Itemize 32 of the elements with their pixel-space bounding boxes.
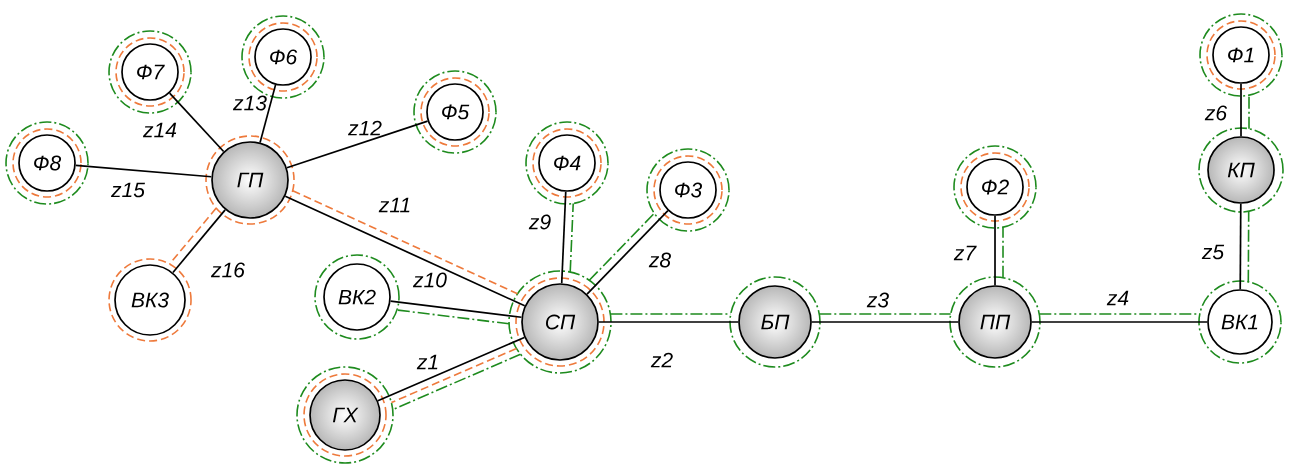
edge-label: z8 [648, 252, 671, 268]
connection-line [259, 84, 277, 144]
connection-line [1031, 321, 1208, 323]
edge-label: z13 [232, 95, 267, 111]
connection-line [284, 195, 526, 307]
connection-line [1240, 83, 1242, 137]
connection-line [560, 190, 567, 285]
connection-line [74, 164, 213, 178]
connection-line [286, 120, 429, 169]
edge-label: z12 [347, 120, 382, 136]
connection-line [598, 321, 739, 323]
edge-label: z14 [142, 122, 177, 138]
edge-label: z1 [416, 354, 438, 370]
connection-line [811, 321, 959, 323]
edge-label: z10 [412, 272, 447, 288]
edge-label: z6 [1204, 105, 1228, 121]
connection-line [377, 336, 526, 402]
connection-line [1239, 203, 1242, 290]
edge-label: z7 [953, 245, 977, 261]
connection-line [389, 300, 523, 319]
connection-line [172, 209, 226, 274]
edge-label: z15 [110, 182, 145, 198]
edge-label: z3 [866, 292, 889, 308]
edge-label: z16 [210, 262, 245, 278]
connection-line [168, 92, 225, 153]
edge-label: z5 [1201, 244, 1225, 260]
edge-label: z2 [650, 352, 673, 368]
connection-line [994, 215, 996, 286]
edge-label: z4 [1106, 290, 1129, 306]
connection-line [586, 209, 669, 295]
edge-label: z9 [528, 214, 551, 230]
edge-label: z11 [378, 197, 410, 213]
